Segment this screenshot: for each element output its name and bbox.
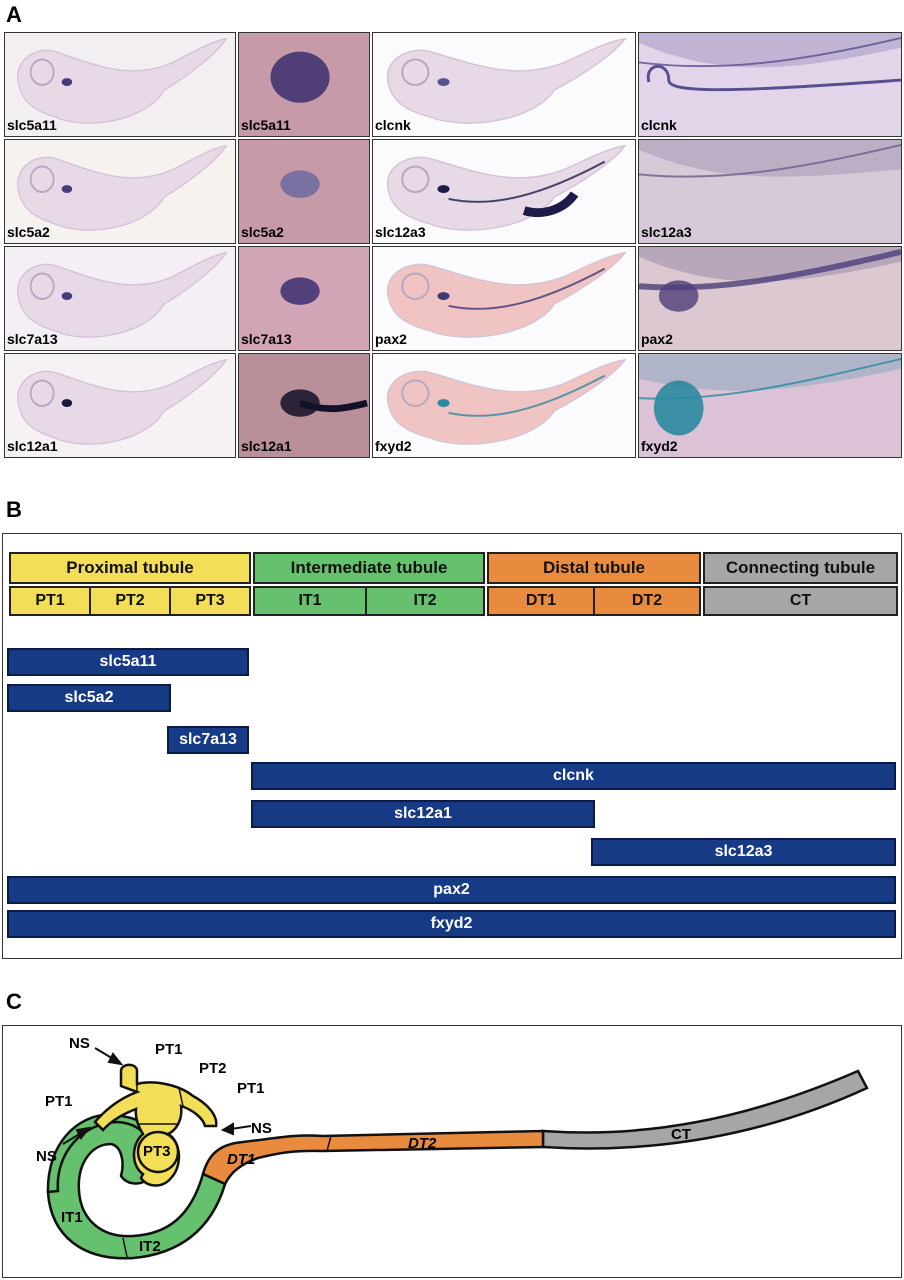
ish-photo-slc5a2-zoom: slc5a2 xyxy=(238,139,370,244)
nephron-schematic: NS PT1 PT2 PT1 NS PT1 NS PT3 DT1 DT2 IT1… xyxy=(36,1035,869,1260)
dt-segment xyxy=(201,1129,545,1186)
ish-photo-slc12a1-zoom: slc12a1 xyxy=(238,353,370,458)
label-pt3: PT3 xyxy=(143,1143,171,1160)
gene-bar-pax2: pax2 xyxy=(7,876,896,904)
label-ns-left: NS xyxy=(36,1148,57,1165)
ish-photo-label: slc5a11 xyxy=(7,117,57,133)
ish-photo-label: fxyd2 xyxy=(641,438,678,454)
ish-photo-fxyd2: fxyd2 xyxy=(372,353,636,458)
ish-photo-label: slc7a13 xyxy=(7,331,58,347)
ish-photo-slc12a1: slc12a1 xyxy=(4,353,236,458)
subsegment-dt2: DT2 xyxy=(631,592,663,609)
ish-photo-fxyd2-zoom: fxyd2 xyxy=(638,353,902,458)
ish-photo-label: slc12a3 xyxy=(641,224,692,240)
ish-photo-label: slc12a3 xyxy=(375,224,426,240)
segment-header-it: Intermediate tubule xyxy=(253,552,485,584)
gene-bar-slc12a1: slc12a1 xyxy=(251,800,595,828)
label-pt2: PT2 xyxy=(199,1060,227,1077)
subsegment-pt3: PT3 xyxy=(195,592,225,609)
ish-photo-label: slc12a1 xyxy=(7,438,58,454)
ish-photo-label: slc12a1 xyxy=(241,438,292,454)
panel-c-letter: C xyxy=(6,989,22,1014)
segment-header-dt: Distal tubule xyxy=(487,552,701,584)
ish-photo-slc12a3: slc12a3 xyxy=(372,139,636,244)
ish-photo-label: slc7a13 xyxy=(241,331,292,347)
ish-photo-label: clcnk xyxy=(375,117,411,133)
ish-photo-slc12a3-zoom: slc12a3 xyxy=(638,139,902,244)
ish-photo-label: clcnk xyxy=(641,117,677,133)
subsegment-it1: IT1 xyxy=(255,588,367,614)
gene-bar-slc5a2: slc5a2 xyxy=(7,684,171,712)
ish-photo-label: slc5a2 xyxy=(241,224,284,240)
ish-photo-slc7a13-zoom: slc7a13 xyxy=(238,246,370,351)
ish-photo-label: fxyd2 xyxy=(375,438,412,454)
ns-arrows xyxy=(62,1047,252,1145)
label-pt1-top: PT1 xyxy=(155,1041,183,1058)
label-pt1-right: PT1 xyxy=(237,1080,265,1097)
subsegment-pt1: PT1 xyxy=(11,588,91,614)
label-ct: CT xyxy=(671,1126,691,1143)
ish-photo-label: pax2 xyxy=(641,331,673,347)
label-pt1-left: PT1 xyxy=(45,1093,73,1110)
ish-photo-slc5a11-zoom: slc5a11 xyxy=(238,32,370,137)
gene-bar-slc7a13: slc7a13 xyxy=(167,726,249,754)
segment-header-pt: Proximal tubule xyxy=(9,552,251,584)
ish-photo-clcnk: clcnk xyxy=(372,32,636,137)
label-it2: IT2 xyxy=(139,1238,161,1255)
ish-photo-slc5a11: slc5a11 xyxy=(4,32,236,137)
panel-a-letter: A xyxy=(6,2,22,27)
subsegment-pt2: PT2 xyxy=(91,588,171,614)
ish-photo-label: pax2 xyxy=(375,331,407,347)
label-dt2: DT2 xyxy=(408,1135,437,1152)
pt-segment xyxy=(93,1063,218,1187)
subsegment-ct: CT xyxy=(789,592,812,609)
label-it1: IT1 xyxy=(61,1209,83,1226)
gene-bar-clcnk: clcnk xyxy=(251,762,896,790)
pt3-loop xyxy=(136,1130,180,1174)
ish-photo-label: slc5a2 xyxy=(7,224,50,240)
label-dt1: DT1 xyxy=(227,1151,255,1168)
label-ns-right: NS xyxy=(251,1120,272,1137)
ish-photo-pax2: pax2 xyxy=(372,246,636,351)
ish-photo-clcnk-zoom: clcnk xyxy=(638,32,902,137)
subsegment-row: CT xyxy=(703,586,898,616)
panel-c-frame: NS PT1 PT2 PT1 NS PT1 NS PT3 DT1 DT2 IT1… xyxy=(2,1025,902,1278)
gene-bar-slc5a11: slc5a11 xyxy=(7,648,249,676)
panel-b-letter: B xyxy=(6,497,22,522)
ish-photo-slc7a13: slc7a13 xyxy=(4,246,236,351)
label-ns-top: NS xyxy=(69,1035,90,1052)
ish-photo-slc5a2: slc5a2 xyxy=(4,139,236,244)
subsegment-row: IT1 IT2 xyxy=(253,586,485,616)
gene-bar-slc12a3: slc12a3 xyxy=(591,838,896,866)
ct-segment xyxy=(541,1069,869,1150)
subsegment-dt1: DT1 xyxy=(489,588,595,614)
segment-header-ct: Connecting tubule xyxy=(703,552,898,584)
subsegment-it2: IT2 xyxy=(413,592,437,609)
gene-bar-fxyd2: fxyd2 xyxy=(7,910,896,938)
ish-photo-pax2-zoom: pax2 xyxy=(638,246,902,351)
subsegment-row: DT1 DT2 xyxy=(487,586,701,616)
ish-photo-label: slc5a11 xyxy=(241,117,291,133)
